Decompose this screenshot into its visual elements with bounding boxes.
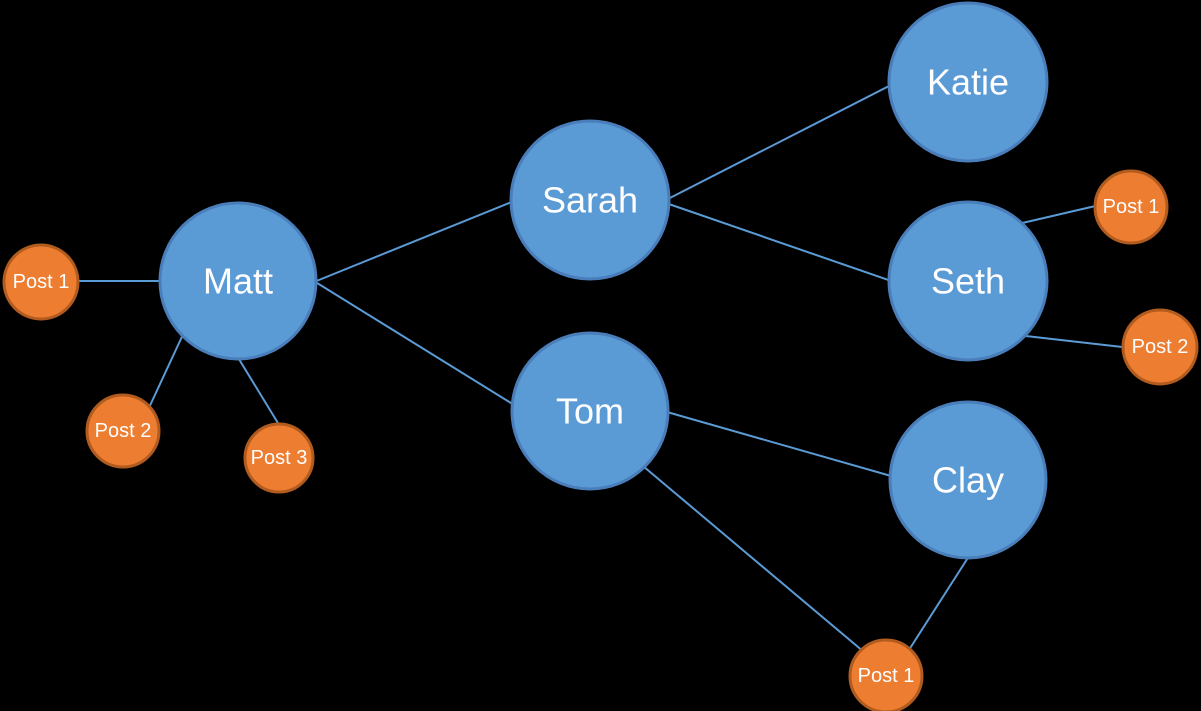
person-node-matt: Matt	[158, 201, 318, 361]
post-node-post3-matt: Post 3	[243, 422, 315, 494]
person-circle-sarah	[509, 119, 671, 281]
edge-matt-sarah	[308, 198, 520, 285]
post-node-post1-clay: Post 1	[848, 638, 924, 711]
edge-clay-post1-clay	[906, 552, 972, 654]
edge-seth-post2-seth	[1016, 334, 1132, 349]
person-circle-seth	[887, 200, 1049, 362]
person-node-seth: Seth	[887, 200, 1049, 362]
edge-sarah-seth	[662, 201, 898, 284]
edge-tom-clay	[659, 409, 899, 479]
person-node-katie: Katie	[887, 1, 1049, 163]
post-node-post2-seth: Post 2	[1121, 308, 1199, 386]
person-circle-katie	[887, 1, 1049, 163]
post-circle-post2-seth	[1121, 308, 1199, 386]
post-circle-post3-matt	[243, 422, 315, 494]
edge-matt-post3-matt	[233, 350, 282, 429]
post-node-post1-seth: Post 1	[1093, 169, 1169, 245]
post-node-post2-matt: Post 2	[85, 393, 161, 469]
person-circle-clay	[888, 400, 1048, 560]
edge-tom-post1-clay	[636, 460, 865, 653]
person-circle-tom	[510, 331, 670, 491]
post-circle-post2-matt	[85, 393, 161, 469]
post-circle-post1-matt	[2, 243, 80, 321]
person-node-tom: Tom	[510, 331, 670, 491]
post-node-post1-matt: Post 1	[2, 243, 80, 321]
post-circle-post1-clay	[848, 638, 924, 711]
edge-matt-tom	[308, 277, 520, 409]
edge-matt-post2-matt	[146, 327, 187, 413]
person-node-sarah: Sarah	[509, 119, 671, 281]
edge-sarah-katie	[663, 82, 896, 202]
post-circle-post1-seth	[1093, 169, 1169, 245]
person-circle-matt	[158, 201, 318, 361]
edge-seth-post1-seth	[1017, 203, 1105, 225]
person-node-clay: Clay	[888, 400, 1048, 560]
